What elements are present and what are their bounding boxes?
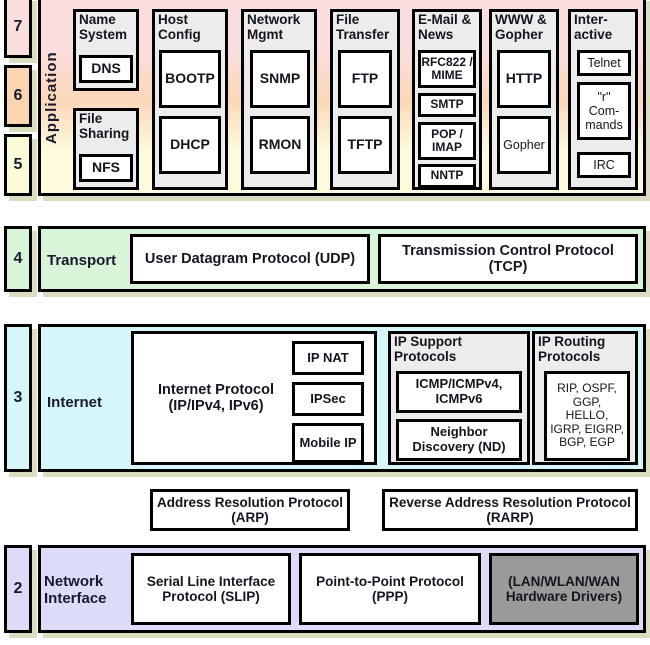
protocol-ipsec[interactable]: IPSec [292, 382, 364, 416]
layer-number-7-label: 7 [13, 18, 23, 35]
group-host-config-title: Host Config [158, 12, 201, 42]
protocol-hardware-drivers[interactable]: (LAN/WLAN/WAN Hardware Drivers) [489, 553, 639, 625]
group-name-system-title: Name System [79, 12, 128, 42]
protocol-ip[interactable]: Internet Protocol (IP/IPv4, IPv6) [157, 381, 274, 414]
group-email-news-title: E-Mail & News [418, 12, 472, 42]
protocol-http[interactable]: HTTP [497, 50, 551, 108]
protocol-tcp[interactable]: Transmission Control Protocol (TCP) [378, 234, 638, 284]
protocol-nntp[interactable]: NNTP [418, 164, 476, 188]
protocol-pop-imap[interactable]: POP / IMAP [418, 122, 476, 160]
protocol-slip[interactable]: Serial Line Interface Protocol (SLIP) [131, 553, 291, 625]
layer-number-2: 2 [4, 545, 32, 633]
group-file-transfer-title: File Transfer [336, 12, 390, 42]
protocol-irc[interactable]: IRC [577, 152, 631, 178]
protocol-icmp[interactable]: ICMP/ICMPv4, ICMPv6 [396, 371, 522, 413]
protocol-arp[interactable]: Address Resolution Protocol (ARP) [150, 489, 350, 531]
protocol-r-commands[interactable]: "r"Com-mands [577, 82, 631, 140]
protocol-mobile-ip[interactable]: Mobile IP [292, 423, 364, 463]
protocol-ppp[interactable]: Point-to-Point Protocol (PPP) [299, 553, 481, 625]
protocol-snmp[interactable]: SNMP [250, 50, 310, 108]
protocol-tftp[interactable]: TFTP [338, 116, 392, 174]
protocol-udp[interactable]: User Datagram Protocol (UDP) [130, 234, 370, 284]
protocol-ftp[interactable]: FTP [338, 50, 392, 108]
protocol-ip-nat[interactable]: IP NAT [292, 341, 364, 375]
layer-number-3-label: 3 [13, 389, 23, 406]
protocol-smtp[interactable]: SMTP [418, 93, 476, 117]
application-layer-label: Application [43, 51, 60, 145]
protocol-nfs[interactable]: NFS [79, 154, 133, 182]
protocol-telnet[interactable]: Telnet [577, 50, 631, 76]
group-network-mgmt-title: Network Mgmt [247, 12, 301, 42]
group-file-sharing-title: File Sharing [79, 111, 130, 141]
group-interactive-title: Inter-active [574, 12, 613, 42]
protocol-bootp[interactable]: BOOTP [159, 50, 221, 108]
layer-number-4-label: 4 [13, 250, 23, 267]
protocol-rmon[interactable]: RMON [250, 116, 310, 174]
group-ip-routing-protocols-title: IP Routing Protocols [538, 334, 606, 364]
layer-number-5-label: 5 [13, 156, 23, 173]
protocol-rfc822-mime[interactable]: RFC822 / MIME [418, 50, 476, 88]
protocol-neighbor-discovery[interactable]: Neighbor Discovery (ND) [396, 419, 522, 461]
protocol-gopher[interactable]: Gopher [497, 116, 551, 174]
transport-layer-label: Transport [47, 252, 117, 269]
protocol-dns[interactable]: DNS [79, 55, 133, 83]
protocol-rarp[interactable]: Reverse Address Resolution Protocol (RAR… [382, 489, 638, 531]
group-www-gopher-title: WWW & Gopher [495, 12, 547, 42]
layer-number-6: 6 [4, 65, 32, 127]
layer-number-5: 5 [4, 134, 32, 196]
layer-number-4: 4 [4, 226, 32, 292]
layer-number-2-label: 2 [13, 580, 23, 597]
group-ip-support-protocols-title: IP Support Protocols [394, 334, 463, 364]
protocol-routing-list[interactable]: RIP, OSPF, GGP, HELLO, IGRP, EIGRP, BGP,… [544, 371, 630, 461]
layer-number-7: 7 [4, 0, 32, 58]
protocol-dhcp[interactable]: DHCP [159, 116, 221, 174]
layer-number-6-label: 6 [13, 87, 23, 104]
internet-layer-label: Internet [47, 394, 103, 411]
layer-number-3: 3 [4, 324, 32, 472]
